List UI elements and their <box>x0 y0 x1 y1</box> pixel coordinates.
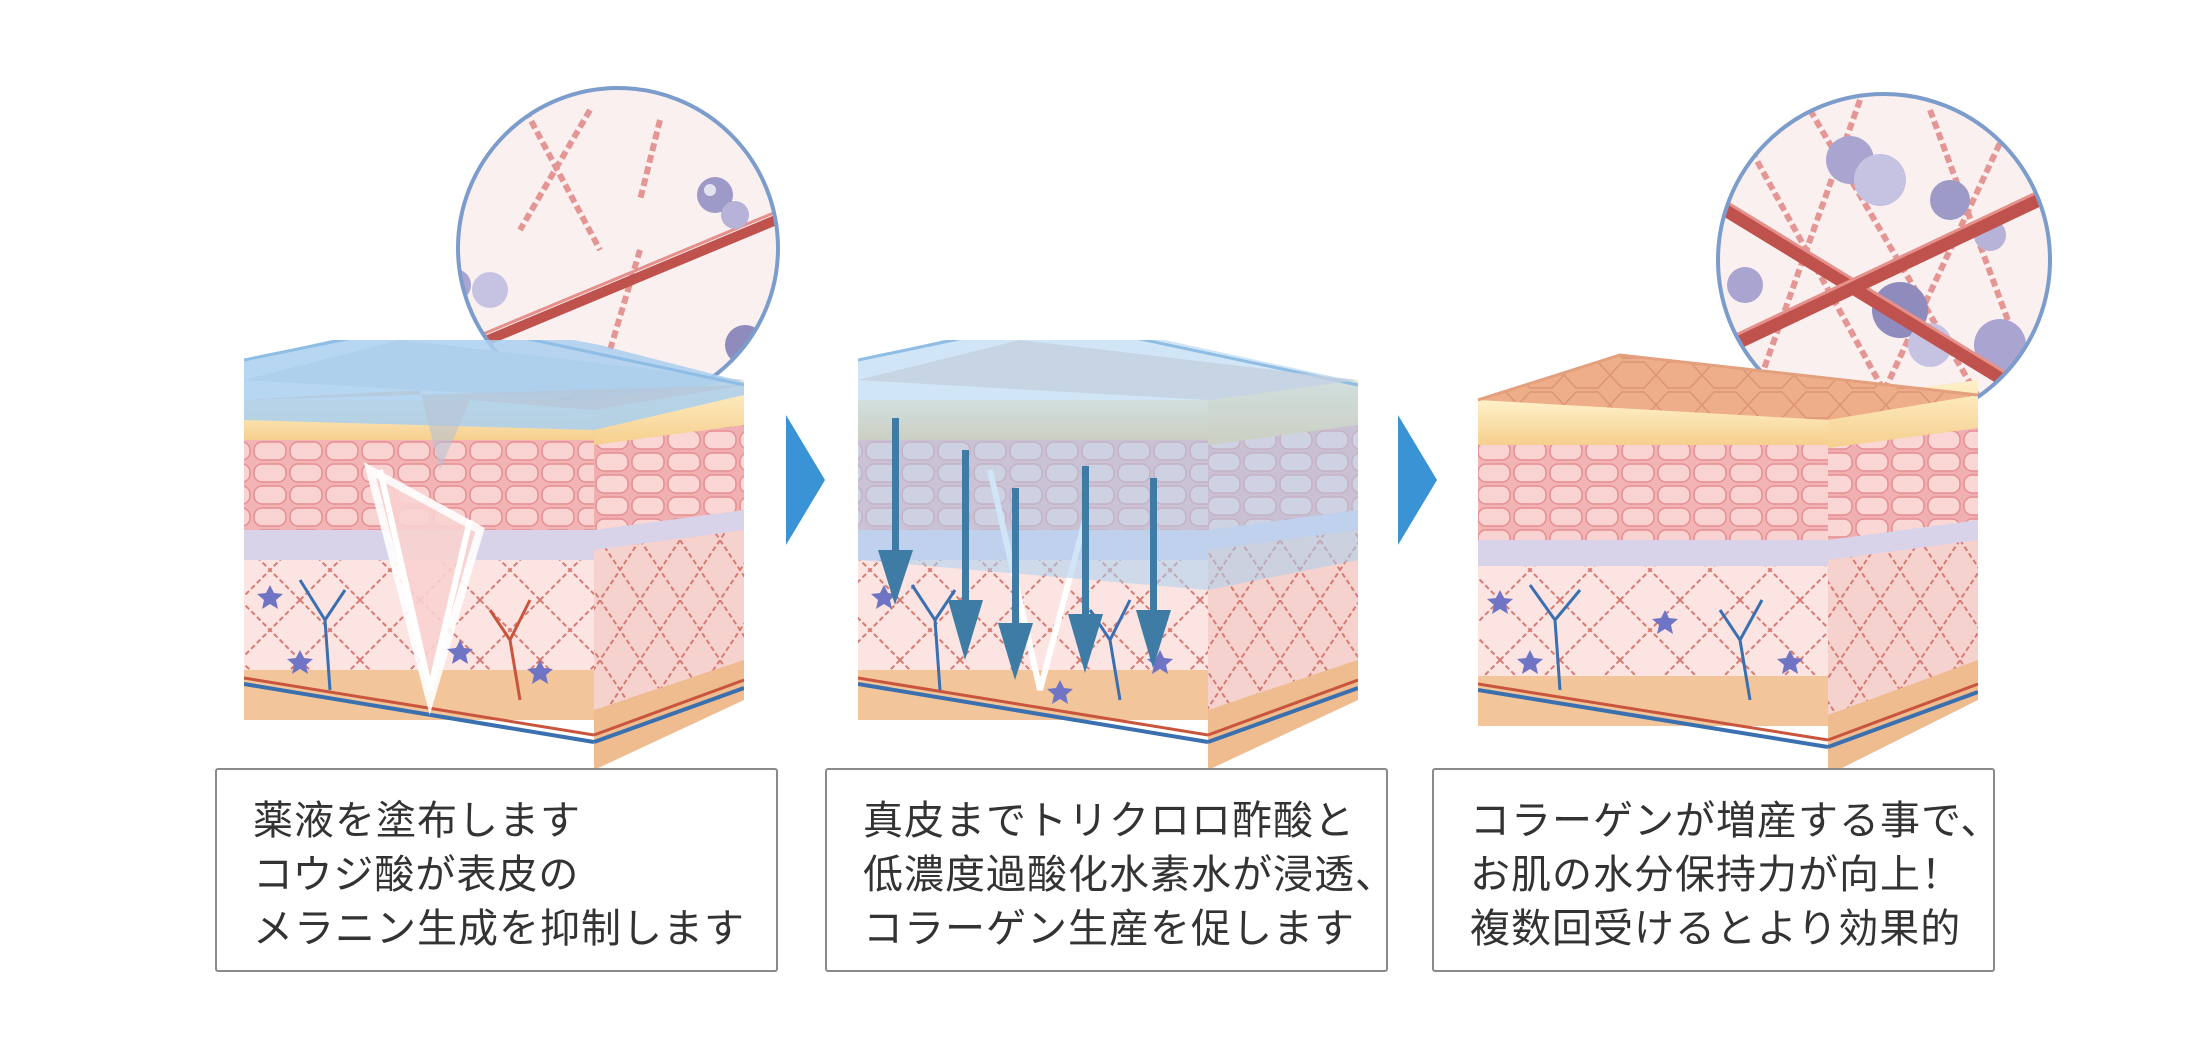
caption-box-1: 薬液を塗布します コウジ酸が表皮の メラニン生成を抑制します <box>215 768 778 972</box>
penetration-arrow-1 <box>878 418 913 605</box>
caption-line: メラニン生成を抑制します <box>253 906 745 952</box>
caption-line: お肌の水分保持力が向上！ <box>1470 852 1962 898</box>
caption-line: コウジ酸が表皮の <box>253 852 580 898</box>
caption-box-2: 真皮までトリクロロ酢酸と 低濃度過酸化水素水が浸透、 コラーゲン生産を促します <box>825 768 1396 972</box>
magnified-collagen-circle-1 <box>456 86 780 410</box>
caption-line: 低濃度過酸化水素水が浸透、 <box>863 852 1396 898</box>
next-step-arrow-1 <box>786 415 825 545</box>
penetration-arrow-5 <box>1136 478 1171 668</box>
penetration-arrow-2 <box>948 450 983 660</box>
caption-box-3: コラーゲンが増産する事で、 お肌の水分保持力が向上！ 複数回受けるとより効果的 <box>1432 768 2002 972</box>
caption-line: コラーゲンが増産する事で、 <box>1470 798 2002 844</box>
skin-block-3 <box>1478 92 2052 775</box>
skin-block-2 <box>858 340 1358 770</box>
caption-line: コラーゲン生産を促します <box>863 906 1355 952</box>
caption-line: 薬液を塗布します <box>253 798 581 844</box>
penetration-arrow-4 <box>1068 466 1103 673</box>
penetration-arrows <box>878 418 1171 680</box>
next-step-arrow-2 <box>1398 415 1437 545</box>
caption-line: 複数回受けるとより効果的 <box>1470 906 1962 952</box>
caption-line: 真皮までトリクロロ酢酸と <box>863 798 1355 844</box>
skin-block-1 <box>244 86 780 770</box>
penetration-arrow-3 <box>998 488 1033 680</box>
